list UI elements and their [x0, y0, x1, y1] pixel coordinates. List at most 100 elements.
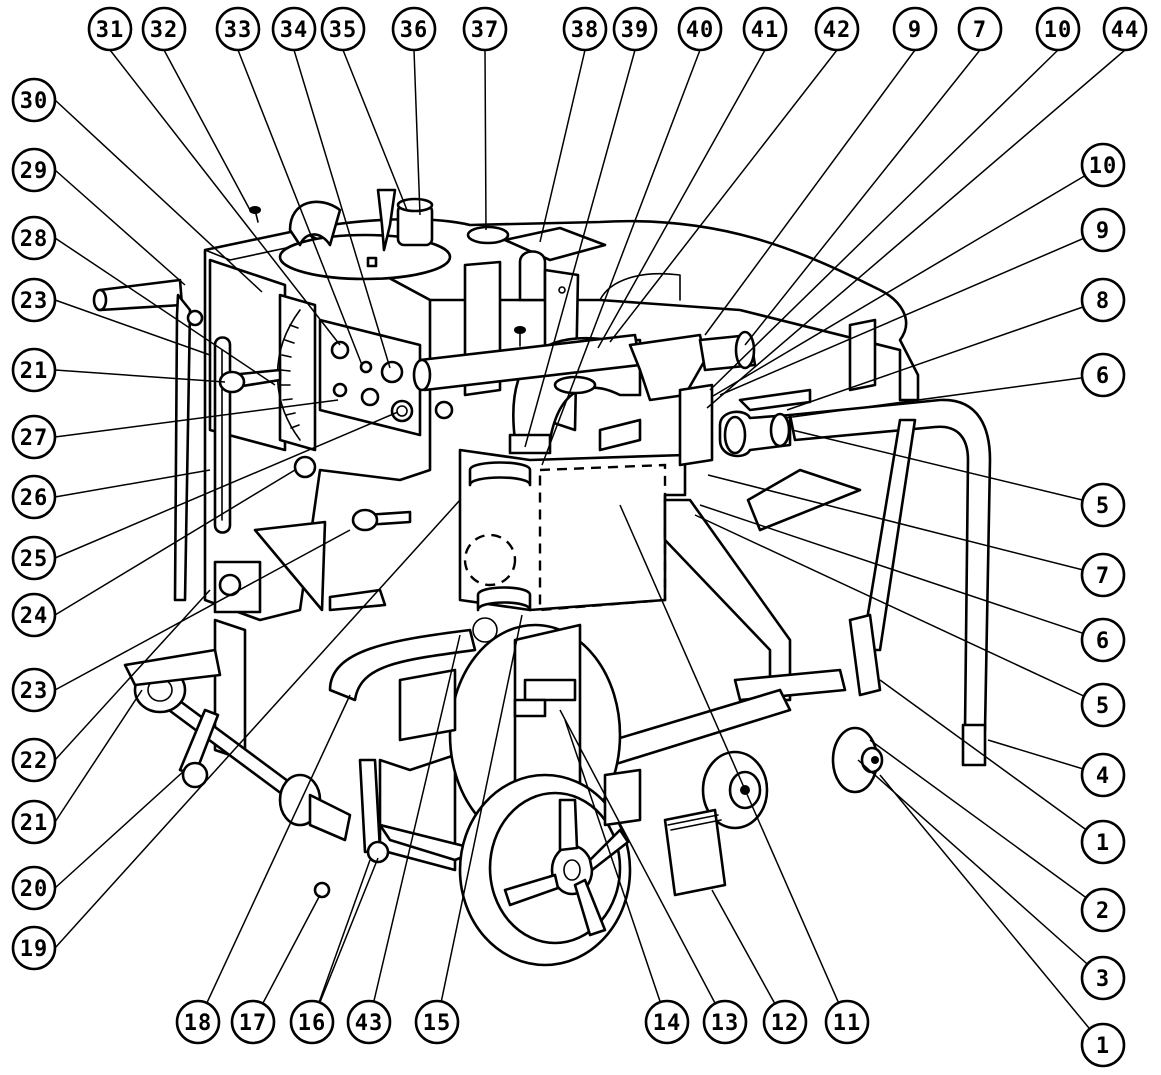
callout-number: 15 — [423, 1011, 452, 1036]
callout-44: 44 — [1102, 6, 1148, 52]
lever-3-knob — [351, 508, 379, 532]
callout-7: 7 — [957, 6, 1003, 52]
callout-39: 39 — [612, 6, 658, 52]
callout-number: 3 — [1096, 967, 1110, 992]
callout-circle — [1080, 819, 1126, 865]
callout-number: 42 — [823, 18, 852, 43]
front-linkage — [358, 758, 382, 854]
callout-circle — [1080, 887, 1126, 933]
callout-13: 13 — [702, 999, 748, 1045]
callout-number: 30 — [20, 89, 49, 114]
callout-10: 10 — [1035, 6, 1081, 52]
callout-circle — [1080, 1022, 1126, 1068]
valve-handle — [738, 388, 812, 412]
exhaust-tip — [472, 617, 498, 643]
callout-number: 20 — [20, 877, 49, 902]
guard-hinge — [523, 678, 577, 702]
callout-9: 9 — [892, 6, 938, 52]
callout-28: 28 — [11, 215, 57, 261]
callout-number: 13 — [711, 1011, 740, 1036]
callout-circle — [1080, 277, 1126, 323]
callout-number: 31 — [96, 18, 125, 43]
callout-circle — [1080, 552, 1126, 598]
callout-circle — [892, 6, 938, 52]
callout-circle — [11, 535, 57, 581]
callout-number: 41 — [751, 18, 780, 43]
callout-14: 14 — [644, 999, 690, 1045]
vertical-pipe — [678, 383, 714, 467]
callout-number: 32 — [150, 18, 179, 43]
callout-3: 3 — [1080, 955, 1126, 1001]
rear-right-hub-nut — [871, 756, 879, 764]
inspection-port — [463, 533, 517, 587]
callout-number: 25 — [20, 547, 49, 572]
callout-24: 24 — [11, 592, 57, 638]
callout-number: 2 — [1096, 899, 1110, 924]
caster-mount — [603, 768, 642, 827]
handle-tube — [173, 293, 192, 602]
callout-circle — [824, 999, 870, 1045]
knob-5 — [360, 387, 380, 407]
callout-circle — [1080, 207, 1126, 253]
right-upright — [848, 318, 877, 392]
callout-number: 44 — [1111, 18, 1140, 43]
lever-2-ball — [293, 455, 317, 479]
lever-4 — [328, 588, 387, 612]
callout-circle — [1080, 682, 1126, 728]
valve-port-right — [769, 412, 791, 448]
callout-35: 35 — [320, 6, 366, 52]
callout-circle — [11, 277, 57, 323]
callout-circle — [957, 6, 1003, 52]
callout-5: 5 — [1080, 482, 1126, 528]
callout-number: 7 — [1096, 564, 1110, 589]
callout-circle — [1080, 482, 1126, 528]
knob-3 — [380, 360, 404, 384]
coupling — [598, 418, 642, 452]
callout-number: 14 — [653, 1011, 682, 1036]
leader-lines — [54, 49, 1126, 1046]
knob-4 — [332, 382, 348, 398]
wing-nut-top — [249, 206, 261, 223]
tank-strap-top — [468, 461, 532, 487]
bracket-bolt — [558, 286, 566, 294]
left-pivot-arm — [123, 648, 222, 687]
callout-circle — [11, 414, 57, 460]
callout-circle — [11, 925, 57, 971]
callout-circle — [11, 799, 57, 845]
callout-1: 1 — [1080, 1022, 1126, 1068]
callout-circle — [1080, 752, 1126, 798]
callout-circle — [1080, 617, 1126, 663]
left-link-pin — [181, 761, 209, 789]
wing-nut-valve — [514, 326, 526, 347]
callout-number: 7 — [973, 18, 987, 43]
callout-number: 6 — [1096, 364, 1110, 389]
callout-42: 42 — [814, 6, 860, 52]
callout-number: 21 — [20, 359, 49, 384]
callout-circle — [87, 6, 133, 52]
callout-12: 12 — [762, 999, 808, 1045]
hose-clamp — [508, 433, 552, 455]
callout-7: 7 — [1080, 552, 1126, 598]
front-roller — [308, 793, 352, 842]
rear-crossbar — [733, 668, 847, 702]
top-plug — [466, 225, 510, 245]
callout-number: 27 — [20, 426, 49, 451]
callout-number: 5 — [1096, 694, 1110, 719]
callout-number: 39 — [621, 18, 650, 43]
callout-circle — [1080, 352, 1126, 398]
callout-9: 9 — [1080, 207, 1126, 253]
callout-circle — [11, 77, 57, 123]
callout-23: 23 — [11, 277, 57, 323]
handle-nut — [186, 309, 204, 327]
callout-25: 25 — [11, 535, 57, 581]
callout-36: 36 — [391, 6, 437, 52]
callout-18: 18 — [175, 999, 221, 1045]
callout-number: 34 — [280, 18, 309, 43]
callout-8: 8 — [1080, 277, 1126, 323]
callout-number: 24 — [20, 604, 49, 629]
callout-2: 2 — [1080, 887, 1126, 933]
callout-number: 19 — [20, 937, 49, 962]
bolt-right-panel — [434, 400, 454, 420]
callout-circle — [814, 6, 860, 52]
